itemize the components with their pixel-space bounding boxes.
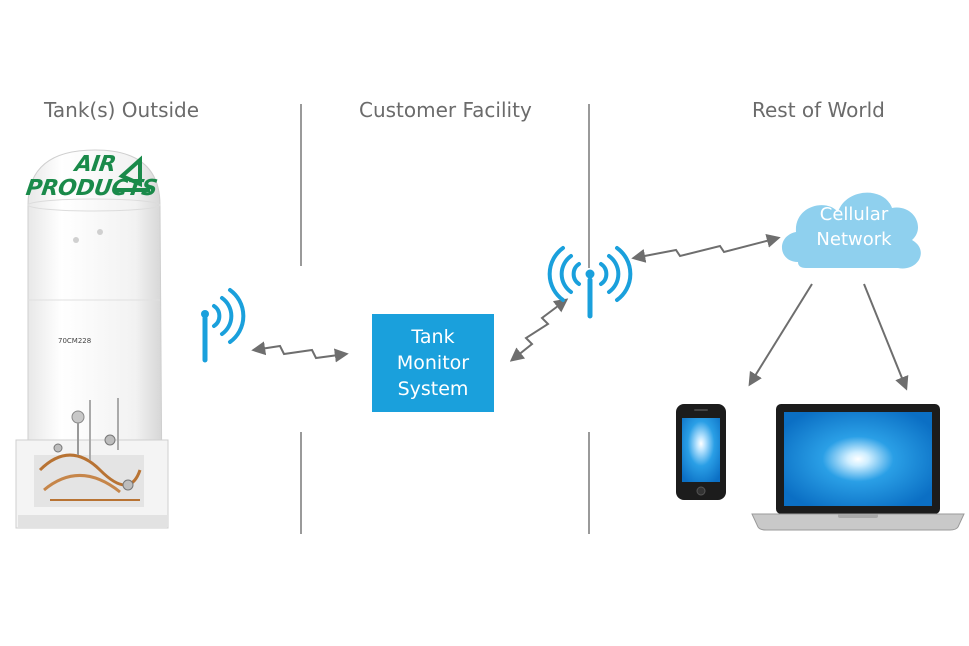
divider-left-top xyxy=(300,104,302,266)
cellular-network-label: Cellular Network xyxy=(792,202,916,252)
divider-right-top xyxy=(588,104,590,268)
wireless-antenna-icon xyxy=(547,246,633,319)
link-tank-monitor xyxy=(251,341,349,363)
section-header-tanks-outside: Tank(s) Outside xyxy=(44,98,200,122)
link-cloud-laptop xyxy=(863,283,909,391)
monitor-box-line2: Monitor xyxy=(396,352,470,374)
tank-brand-line1: AIR xyxy=(73,152,118,177)
section-header-rest-of-world: Rest of World xyxy=(752,98,885,122)
monitor-box-line3: System xyxy=(397,378,469,400)
cloud-label-line1: Cellular xyxy=(819,204,889,225)
link-cloud-phone xyxy=(748,283,813,387)
tank-monitor-system-box: Tank Monitor System xyxy=(372,314,494,412)
monitor-box-line1: Tank xyxy=(411,326,455,348)
divider-right-bottom xyxy=(588,432,590,534)
section-header-customer-facility: Customer Facility xyxy=(359,98,532,122)
tank-piping xyxy=(34,398,144,507)
link-antenna-cloud xyxy=(631,234,781,263)
divider-left-bottom xyxy=(300,432,302,534)
tank-icon xyxy=(15,149,169,529)
link-monitor-antenna xyxy=(509,298,569,362)
wireless-antenna-icon xyxy=(201,288,246,363)
cloud-label-line2: Network xyxy=(816,229,892,250)
cloud-icon xyxy=(781,192,921,269)
smartphone-icon xyxy=(676,404,726,500)
laptop-icon xyxy=(751,404,965,531)
tank-brand-line2: PRODUCTS xyxy=(24,176,159,201)
tank-id-label: 70CM228 xyxy=(58,337,92,345)
